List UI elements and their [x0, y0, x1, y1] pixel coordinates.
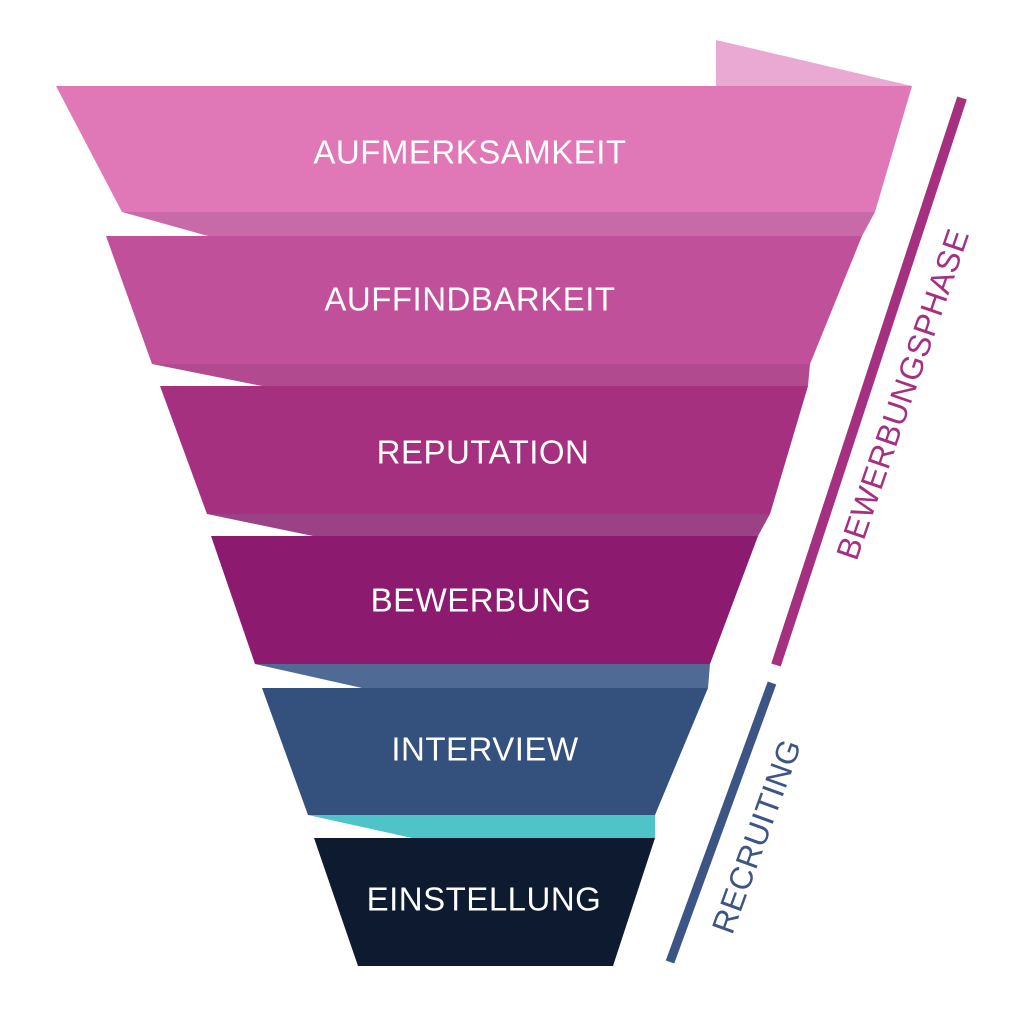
stage-label-einstellung: EINSTELLUNG	[367, 881, 602, 918]
funnel-stage-6	[314, 838, 655, 966]
stage-label-interview: INTERVIEW	[391, 731, 579, 768]
phase-bar-bewerbungsphase	[771, 96, 967, 667]
funnel-stage-3	[160, 386, 808, 514]
stage-label-reputation: REPUTATION	[377, 434, 590, 471]
fold-strip-5	[308, 815, 655, 838]
arrow-tip	[716, 40, 912, 86]
stage-label-bewerbung: BEWERBUNG	[371, 582, 592, 619]
funnel-stage-2	[106, 236, 862, 364]
fold-strip-1	[122, 212, 875, 236]
fold-strip-4	[255, 664, 710, 688]
funnel-stage-4	[211, 536, 758, 664]
phase-bar-recruiting	[665, 681, 777, 964]
fold-strip-2	[152, 364, 810, 386]
funnel-stage-5	[262, 688, 708, 815]
funnel-stage-1	[56, 86, 912, 212]
fold-strip-3	[207, 514, 770, 536]
stage-label-aufmerksamkeit: AUFMERKSAMKEIT	[313, 134, 626, 171]
stage-label-auffindbarkeit: AUFFINDBARKEIT	[324, 281, 615, 318]
